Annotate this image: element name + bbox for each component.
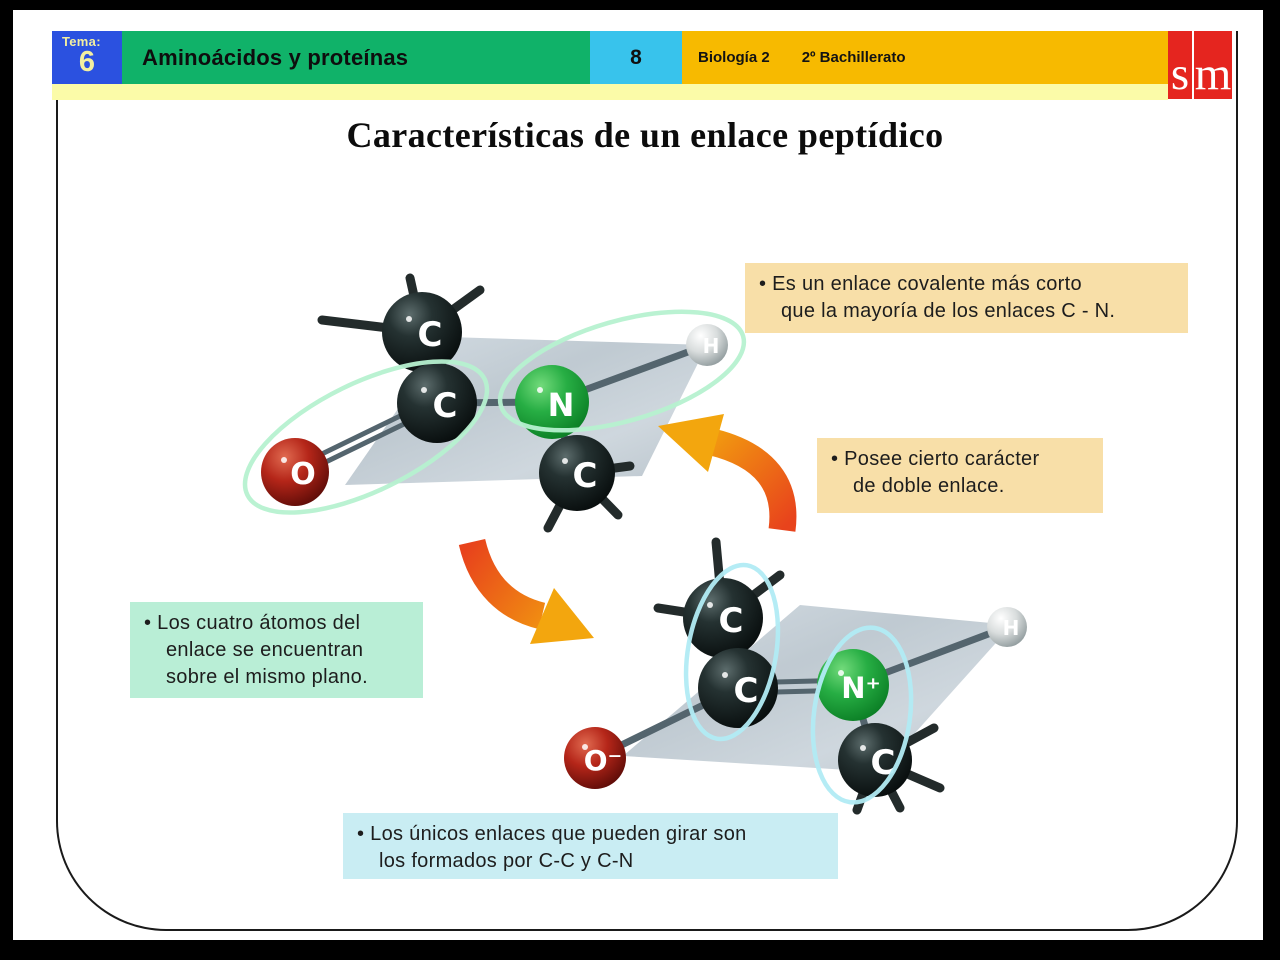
course-bar: Biología 2 2º Bachillerato: [682, 31, 1168, 84]
logo-letter-s: s: [1168, 31, 1192, 99]
callout-line: los formados por C-C y C-N: [379, 850, 634, 872]
svg-text:C: C: [418, 315, 443, 355]
svg-text:N⁺: N⁺: [841, 671, 881, 705]
svg-text:C: C: [433, 386, 458, 426]
molecule-planar-peptide-bond: O C C N C H: [242, 273, 747, 533]
callout-line: • Es un enlace covalente más corto: [759, 273, 1082, 295]
rotation-arrow-down-icon: [458, 538, 594, 644]
atom-n-methyl-carbon: C: [838, 723, 912, 797]
callout-double-bond: • Posee cierto carácter de doble enlace.: [817, 438, 1103, 513]
atom-hydrogen: H: [987, 607, 1027, 647]
resonance-arrows: [458, 414, 797, 644]
callout-line: enlace se encuentran: [166, 639, 364, 661]
atom-hydrogen: H: [686, 324, 728, 366]
svg-text:C: C: [573, 456, 598, 496]
callout-line: • Posee cierto carácter: [831, 448, 1040, 470]
content-frame-border: [56, 31, 1238, 931]
svg-text:O⁻: O⁻: [584, 744, 623, 777]
unit-title-bar: Aminoácidos y proteínas: [122, 31, 590, 84]
rotation-arrow-up-icon: [658, 414, 797, 532]
atom-nitrogen: N⁺: [817, 649, 889, 721]
callout-line: que la mayoría de los enlaces C - N.: [781, 300, 1116, 322]
logo-letter-m: m: [1194, 31, 1232, 99]
callout-line: • Los cuatro átomos del: [144, 612, 361, 634]
header-underline-strip: [52, 84, 1168, 100]
svg-text:C: C: [734, 671, 759, 711]
course-level: 2º Bachillerato: [801, 49, 906, 66]
rotatable-bond-highlight-ellipses: [683, 562, 914, 805]
callout-same-plane: • Los cuatro átomos del enlace se encuen…: [130, 602, 423, 698]
tema-box: Tema: 6: [52, 31, 122, 84]
svg-text:C: C: [719, 601, 744, 641]
unit-title: Aminoácidos y proteínas: [142, 44, 409, 70]
tema-label: Tema:: [62, 34, 101, 49]
page-number: 8: [630, 45, 642, 69]
atom-methyl-carbon: C: [382, 292, 462, 372]
atom-oxygen: O: [261, 438, 329, 506]
atom-nitrogen: N: [515, 365, 589, 439]
sm-publisher-logo: s m: [1168, 31, 1232, 99]
svg-text:H: H: [703, 334, 720, 358]
callout-line: sobre el mismo plano.: [166, 666, 368, 688]
course-name: Biología 2: [698, 49, 770, 66]
callout-rotatable-bonds: • Los únicos enlaces que pueden girar so…: [343, 813, 838, 879]
planar-bond-highlight-ellipses: [242, 309, 747, 515]
callout-shorter-bond: • Es un enlace covalente más corto que l…: [745, 263, 1188, 333]
tema-number: 6: [78, 46, 96, 78]
svg-text:O: O: [290, 457, 316, 492]
atom-carbonyl-carbon: C: [397, 363, 477, 443]
page-number-box: 8: [590, 31, 682, 84]
callout-line: de doble enlace.: [853, 475, 1005, 497]
atom-oxygen: O⁻: [564, 727, 626, 789]
molecule-resonance-peptide-bond: O⁻ C C N⁺ C H: [564, 537, 1027, 815]
svg-text:H: H: [1003, 616, 1020, 640]
slide-title: Características de un enlace peptídico: [346, 115, 944, 155]
callout-line: • Los únicos enlaces que pueden girar so…: [357, 823, 747, 845]
atom-n-methyl-carbon: C: [539, 435, 615, 511]
svg-text:N: N: [548, 386, 575, 424]
